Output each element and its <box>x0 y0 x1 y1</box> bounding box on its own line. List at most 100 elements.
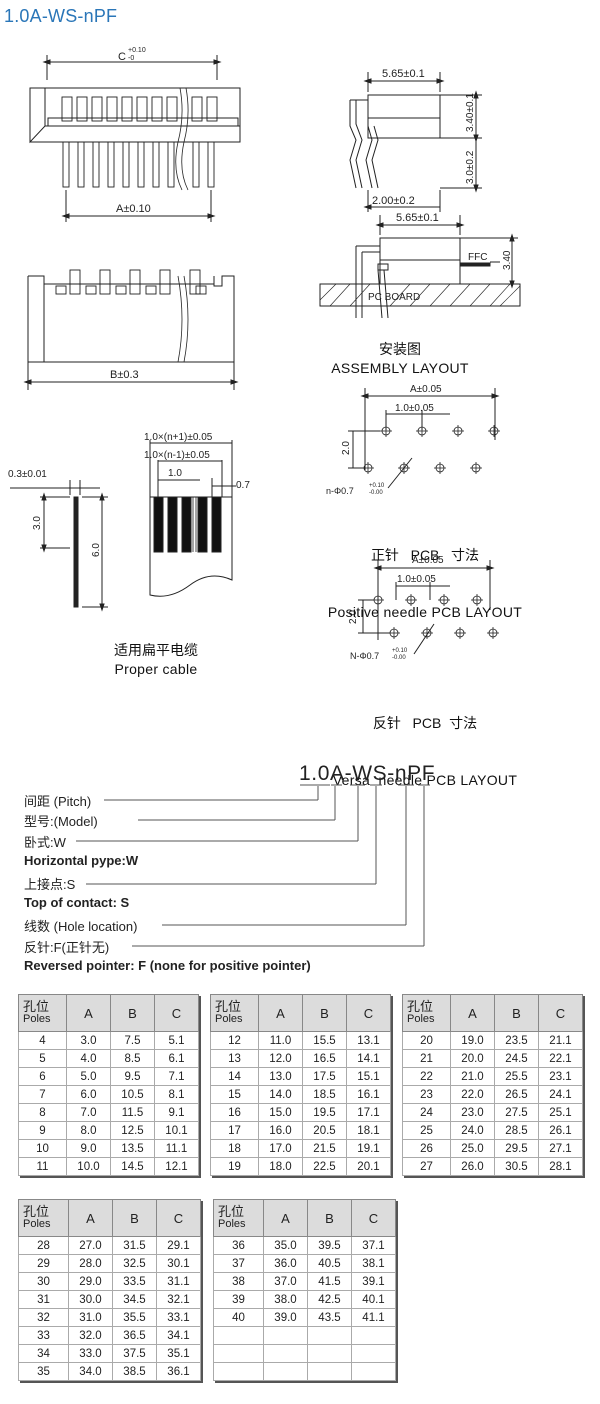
dim-cable-3: 3.0 <box>32 516 43 530</box>
table-cell: 7.1 <box>154 1067 199 1086</box>
table-row-empty <box>213 1344 396 1363</box>
table-cell: 29.1 <box>156 1236 201 1255</box>
table-row-empty <box>213 1326 396 1345</box>
table-cell: 35 <box>18 1362 69 1381</box>
table-cell: 24 <box>402 1103 451 1122</box>
column-header-b: B <box>302 994 347 1032</box>
table-cell <box>307 1362 352 1381</box>
column-header-a: A <box>263 1199 308 1237</box>
table-cell <box>307 1326 352 1345</box>
cable-drawing <box>10 440 236 612</box>
table-cell: 22.0 <box>450 1085 495 1104</box>
table-cell <box>351 1344 396 1363</box>
poles-header-en: Poles <box>407 1013 435 1025</box>
column-header-b: B <box>112 1199 157 1237</box>
table-cell: 22.5 <box>302 1157 347 1176</box>
dim-assembly-width: 5.65±0.1 <box>396 212 439 224</box>
table-cell: 17.0 <box>258 1139 303 1158</box>
table-cell: 38.5 <box>112 1362 157 1381</box>
table-cell: 22 <box>402 1067 451 1086</box>
table-cell: 14 <box>210 1067 259 1086</box>
dim-versa-a: A±0.05 <box>412 555 444 566</box>
table-cell: 18.0 <box>258 1157 303 1176</box>
table-cell: 11.0 <box>258 1031 303 1050</box>
poles-header-zh: 孔位 <box>23 1204 50 1219</box>
table-cell: 32 <box>18 1308 69 1327</box>
table-cell: 20.5 <box>302 1121 347 1140</box>
table-cell: 21.0 <box>450 1067 495 1086</box>
dim-a: A±0.10 <box>116 203 151 215</box>
table-cell: 31.0 <box>68 1308 113 1327</box>
side-view <box>349 72 482 212</box>
table-cell: 15 <box>210 1085 259 1104</box>
table-cell: 9.1 <box>154 1103 199 1122</box>
table-cell: 19.5 <box>302 1103 347 1122</box>
table-cell: 24.1 <box>538 1085 583 1104</box>
poles-header-zh: 孔位 <box>407 999 434 1014</box>
dim-cable-thickness: 0.3±0.01 <box>8 469 47 480</box>
table-cell: 4.0 <box>66 1049 111 1068</box>
table-cell: 30.5 <box>494 1157 539 1176</box>
table-cell: 28.1 <box>538 1157 583 1176</box>
table-cell: 11.5 <box>110 1103 155 1122</box>
poles-header-en: Poles <box>215 1013 243 1025</box>
table-cell: 20.1 <box>346 1157 391 1176</box>
label-ffc: FFC <box>468 252 487 263</box>
pcb-positive-layout <box>348 388 500 489</box>
cable-caption-zh: 适用扁平电缆 <box>114 642 198 658</box>
assembly-caption: 安装图 ASSEMBLY LAYOUT <box>330 340 470 378</box>
table-cell: 25 <box>402 1121 451 1140</box>
table-cell: 17 <box>210 1121 259 1140</box>
table-cell: 5.0 <box>66 1067 111 1086</box>
table-cell: 5 <box>18 1049 67 1068</box>
dim-pos-a: A±0.05 <box>410 384 442 395</box>
table-cell: 13.1 <box>346 1031 391 1050</box>
pcb-versa-caption-en: Versa needle PCB LAYOUT <box>332 772 518 788</box>
table-cell: 36.5 <box>112 1326 157 1345</box>
poles-header-en: Poles <box>23 1013 51 1025</box>
legend-item: Horizontal pype:W <box>24 853 139 868</box>
table-cell: 12 <box>210 1031 259 1050</box>
table-cell: 34.0 <box>68 1362 113 1381</box>
table-cell: 25.0 <box>450 1139 495 1158</box>
table-cell: 6.0 <box>66 1085 111 1104</box>
dim-assembly-height: 3.40 <box>502 250 513 270</box>
top-view <box>23 269 239 390</box>
dim-cable-6: 6.0 <box>91 543 102 557</box>
table-cell: 16.0 <box>258 1121 303 1140</box>
table-cell: 35.1 <box>156 1344 201 1363</box>
table-cell <box>263 1344 308 1363</box>
front-view <box>29 55 241 222</box>
column-header-a: A <box>68 1199 113 1237</box>
table-cell: 34.1 <box>156 1326 201 1345</box>
table-cell: 28.0 <box>68 1254 113 1273</box>
table-cell: 41.1 <box>351 1308 396 1327</box>
column-header-a: A <box>258 994 303 1032</box>
column-header-a: A <box>450 994 495 1032</box>
pcb-versa-caption-zh: 反针 PCB 寸法 <box>372 715 478 731</box>
table-cell: 28.5 <box>494 1121 539 1140</box>
table-cell: 23.5 <box>494 1031 539 1050</box>
table-cell: 26 <box>402 1139 451 1158</box>
dim-cable-n-plus-1: 1.0×(n+1)±0.05 <box>144 432 213 443</box>
dim-c-tol-minus: -0 <box>128 55 134 62</box>
table-cell: 26.5 <box>494 1085 539 1104</box>
table-cell: 24.0 <box>450 1121 495 1140</box>
dim-side-height-top: 3.40±0.1 <box>465 93 476 132</box>
table-cell: 29.5 <box>494 1139 539 1158</box>
dim-versa-hole-tol-minus: -0.00 <box>392 655 406 661</box>
